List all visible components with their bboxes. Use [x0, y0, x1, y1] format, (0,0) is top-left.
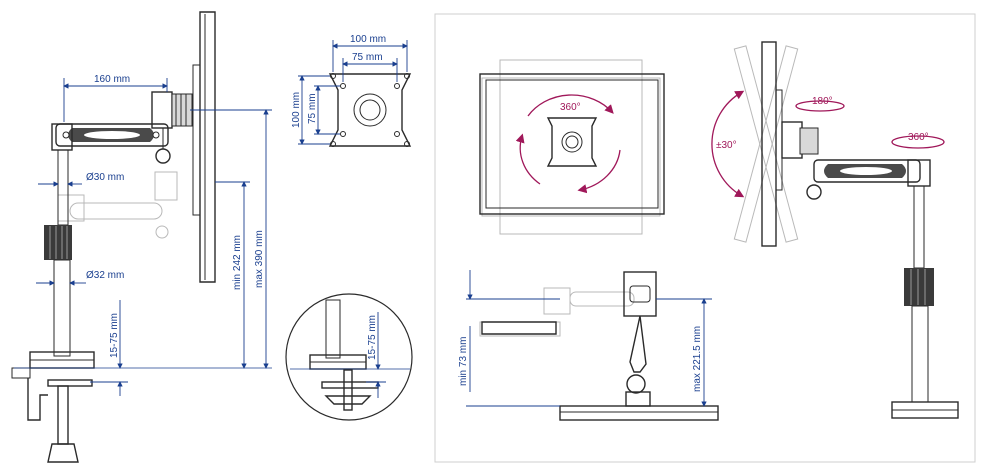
arm-swivel-label: 180°: [812, 96, 833, 107]
detail-desk-thickness-label: 15-75 mm: [367, 315, 378, 360]
desk-thickness-label: 15-75 mm: [109, 313, 120, 358]
rotation-label: 360°: [560, 102, 581, 113]
height-adjust-view: min 73 mm max 221.5 mm: [458, 270, 719, 421]
vesa-inner-width-label: 75 mm: [352, 52, 383, 63]
vesa-outer-height-label: 100 mm: [291, 92, 302, 128]
max-height-label: max 390 mm: [254, 230, 265, 288]
vesa-outer-width-label: 100 mm: [350, 34, 386, 45]
min-height-label: min 242 mm: [232, 235, 243, 290]
arm: [55, 123, 169, 147]
pole-diameter-upper-label: Ø30 mm: [86, 172, 124, 183]
pole-diameter-upper: Ø30 mm: [38, 172, 124, 187]
tilt-swivel-view: ±30° 180° 360°: [711, 41, 959, 419]
mount-head: [151, 91, 193, 164]
max-height-dimension: max 390 mm: [190, 109, 272, 369]
min-height-right-label: min 73 mm: [458, 337, 469, 386]
clamp-detail: 15-75 mm: [285, 293, 413, 421]
side-view-drawing: 160 mm Ø30 mm Ø32 mm min 242 mm max 390 …: [11, 11, 272, 463]
desk-thickness-dimension: 15-75 mm: [90, 300, 128, 396]
ghost-arm: [57, 171, 178, 239]
max-height-right-label: max 221.5 mm: [692, 326, 703, 392]
desk-clamp: [11, 351, 95, 463]
pole-swivel-label: 360°: [908, 132, 929, 143]
tilt-label: ±30°: [716, 140, 737, 151]
arm-length-dimension: 160 mm: [63, 74, 168, 122]
monitor-side: [192, 11, 216, 283]
vesa-inner-height-label: 75 mm: [307, 93, 318, 124]
pole-diameter-lower-label: Ø32 mm: [86, 270, 124, 281]
min-height-dimension: min 242 mm: [215, 181, 250, 369]
right-panel-frame: [434, 13, 976, 463]
vesa-plate-drawing: 100 mm 75 mm 100 mm 75 mm: [291, 34, 412, 147]
pole: [44, 123, 73, 357]
front-rotation-view: 360°: [479, 59, 665, 235]
pole-diameter-lower: Ø32 mm: [36, 270, 124, 286]
arm-length-label: 160 mm: [94, 74, 130, 85]
